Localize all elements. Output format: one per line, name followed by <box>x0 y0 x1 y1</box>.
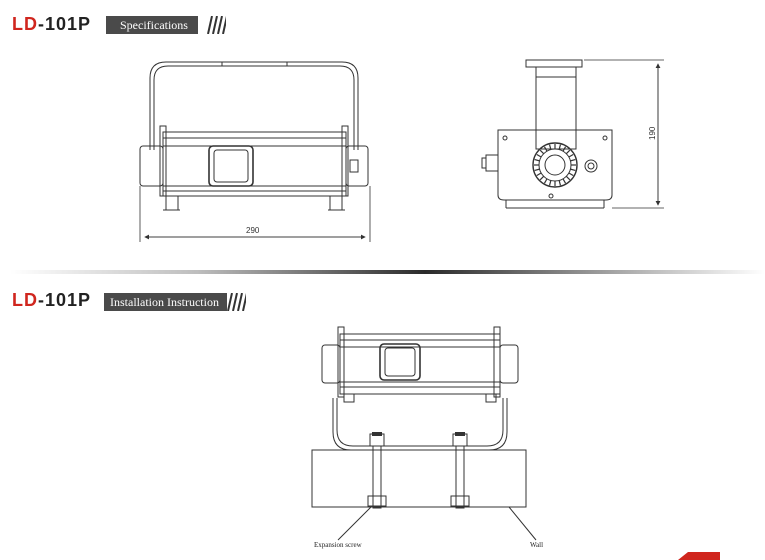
width-dimension <box>139 186 371 242</box>
wall-label: Wall <box>530 541 543 549</box>
installation-label: Installation Instruction <box>104 293 227 311</box>
specifications-label: Specifications <box>106 16 198 34</box>
model-suffix: -101P <box>38 290 92 310</box>
corner-tag <box>678 552 720 560</box>
disc-teeth <box>534 144 576 186</box>
slash-decoration <box>227 293 246 311</box>
model-suffix: -101P <box>38 14 92 34</box>
expansion-screw-label: Expansion screw <box>314 541 363 549</box>
width-dimension-label: 290 <box>246 226 260 235</box>
model-prefix: LD <box>12 290 38 310</box>
bolt-heads-fill <box>372 432 465 436</box>
model-prefix: LD <box>12 14 38 34</box>
side-view-drawing <box>481 59 613 209</box>
height-dimension <box>584 59 664 209</box>
installation-drawing <box>311 326 537 541</box>
height-dimension-label: 190 <box>648 126 657 140</box>
section-divider <box>10 270 765 274</box>
front-view-drawing <box>139 61 369 211</box>
slash-decoration <box>207 16 226 34</box>
model-title-installation: LD-101P <box>12 290 91 311</box>
model-title-specifications: LD-101P <box>12 14 91 35</box>
